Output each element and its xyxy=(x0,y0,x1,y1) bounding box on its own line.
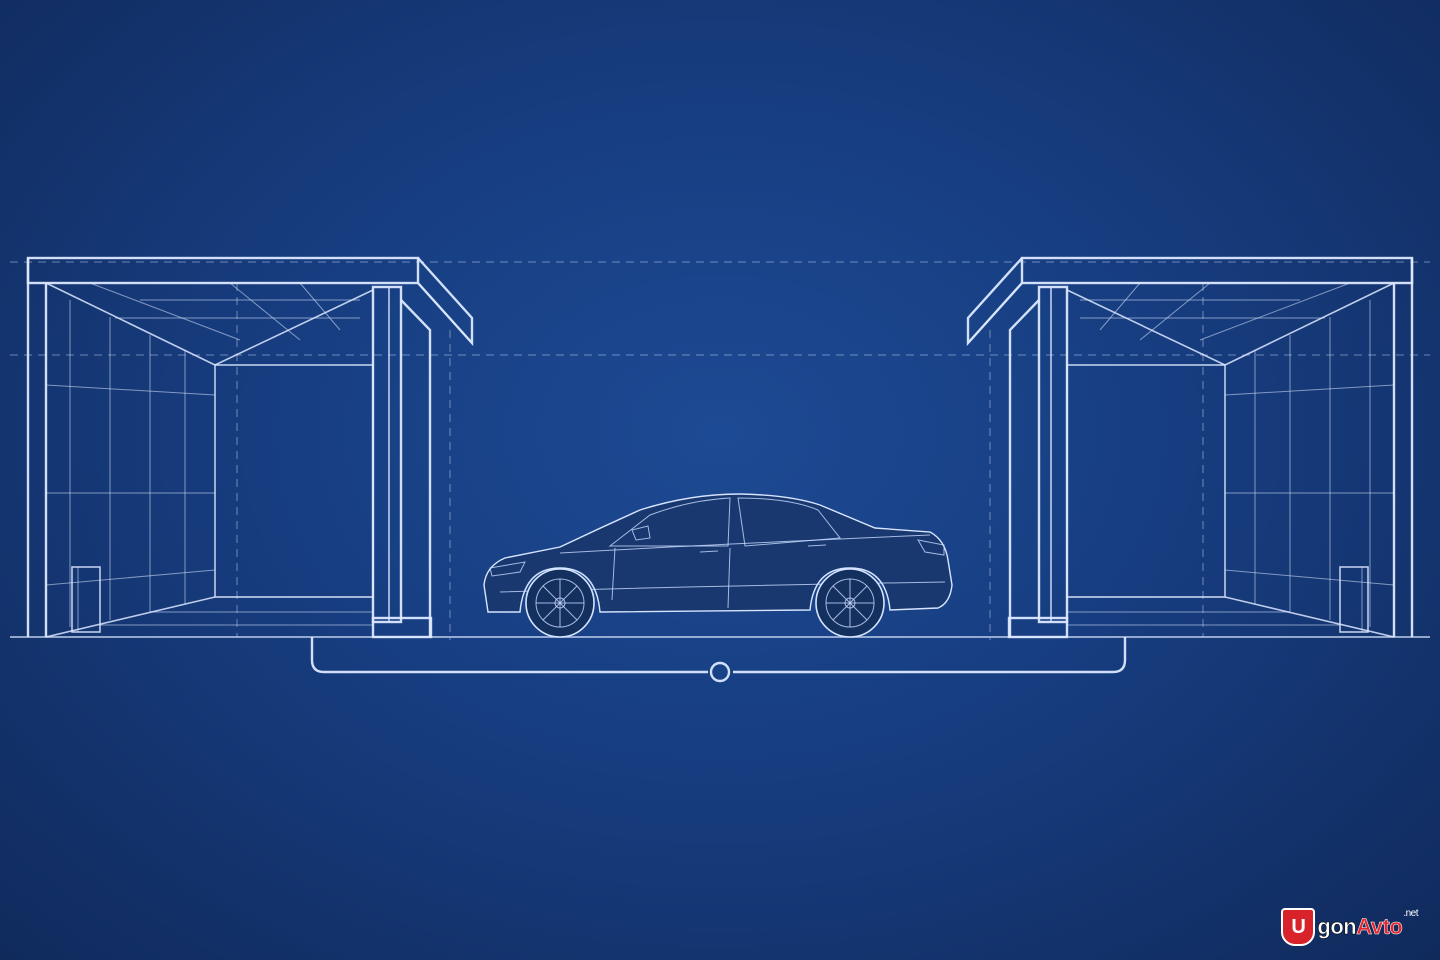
watermark-logo: U gon Avto .net xyxy=(1281,908,1418,946)
shield-icon: U xyxy=(1281,908,1316,946)
watermark-suffix: .net xyxy=(1403,908,1418,919)
connector-node xyxy=(709,661,731,683)
watermark-text-gon: gon xyxy=(1317,914,1357,940)
garage-right xyxy=(966,256,1414,640)
sedan-car xyxy=(483,493,953,638)
watermark-text-avto: Avto xyxy=(1356,914,1403,940)
garage-left xyxy=(26,256,474,640)
connector-path xyxy=(310,637,1127,683)
